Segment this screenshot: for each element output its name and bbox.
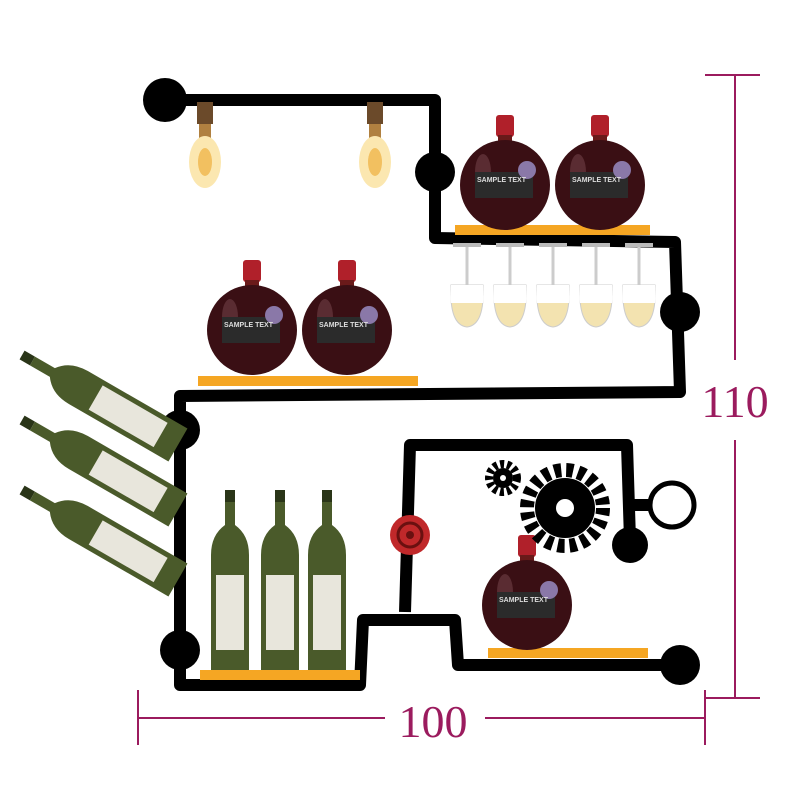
shelves: [198, 225, 650, 680]
round-bottle: SAMPLE TEXT: [302, 260, 392, 375]
tilted-bottles: [12, 338, 188, 597]
round-bottle: SAMPLE TEXT: [207, 260, 297, 375]
light-bulb: [359, 102, 391, 188]
wine-glasses: [450, 242, 656, 328]
round-bottle: SAMPLE TEXT: [555, 115, 645, 230]
pipe-joints: [143, 78, 700, 685]
svg-text:SAMPLE TEXT: SAMPLE TEXT: [572, 177, 622, 184]
svg-text:SAMPLE TEXT: SAMPLE TEXT: [319, 322, 369, 329]
svg-text:SAMPLE TEXT: SAMPLE TEXT: [224, 322, 274, 329]
height-label: 110: [701, 376, 768, 427]
valve-wheel-icon: [390, 515, 430, 555]
gear-icon: [485, 460, 521, 496]
width-label: 100: [399, 696, 468, 747]
green-bottles: [211, 490, 346, 670]
height-dimension: [705, 74, 760, 699]
svg-text:SAMPLE TEXT: SAMPLE TEXT: [477, 177, 527, 184]
round-bottle: SAMPLE TEXT: [460, 115, 550, 230]
svg-text:SAMPLE TEXT: SAMPLE TEXT: [499, 597, 549, 604]
width-dimension: [137, 690, 706, 745]
round-bottle: SAMPLE TEXT: [482, 535, 572, 650]
ring-icon: [647, 480, 697, 530]
gear-icon: [520, 463, 610, 553]
light-bulb: [189, 102, 221, 188]
